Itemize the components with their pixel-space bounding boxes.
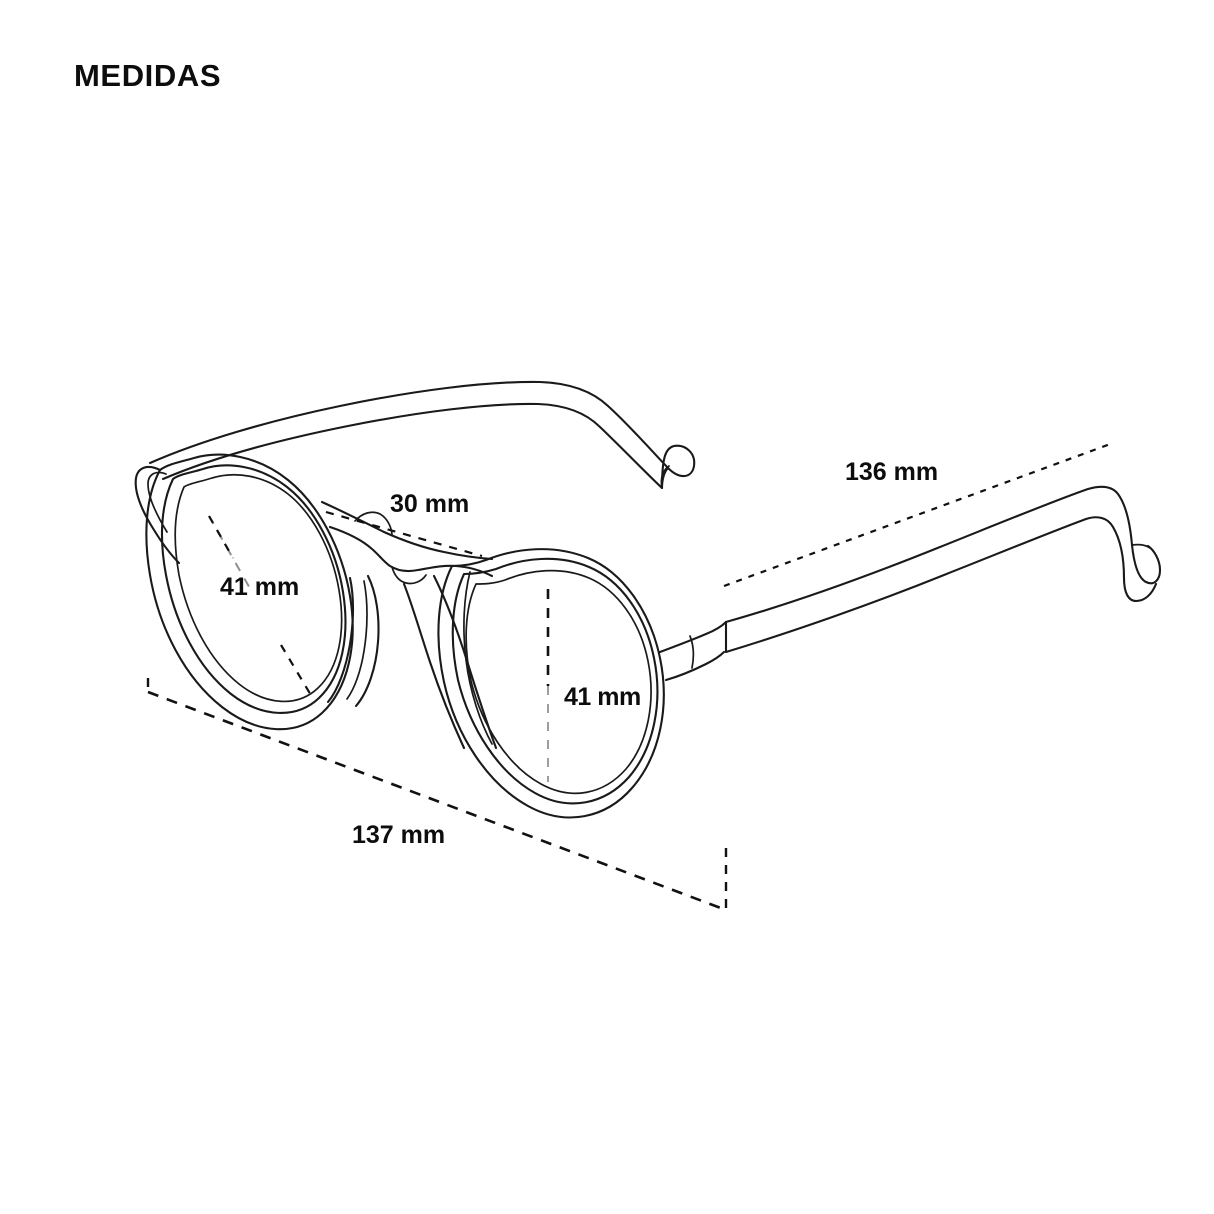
total-width-dimension-line	[146, 678, 728, 912]
right-temple-arm	[724, 485, 1162, 654]
left-lens-dimension-label: 41 mm	[220, 573, 300, 601]
right-lens-rim	[437, 548, 665, 819]
bridge-dimension-label: 30 mm	[390, 490, 470, 518]
temple-dimension-line	[723, 441, 1114, 588]
total-width-dimension-label: 137 mm	[352, 821, 446, 849]
right-endpiece-hinge	[658, 620, 728, 682]
right-lens-dimension-label: 41 mm	[564, 683, 641, 711]
bridge-dimension-line	[325, 510, 483, 558]
left-temple-arm	[148, 380, 696, 490]
temple-dimension-label: 136 mm	[845, 458, 939, 486]
left-lens-dimension-line	[208, 515, 313, 698]
nose-bridge	[320, 500, 498, 750]
page-title: MEDIDAS	[74, 58, 222, 93]
left-lens-rim	[134, 453, 354, 731]
